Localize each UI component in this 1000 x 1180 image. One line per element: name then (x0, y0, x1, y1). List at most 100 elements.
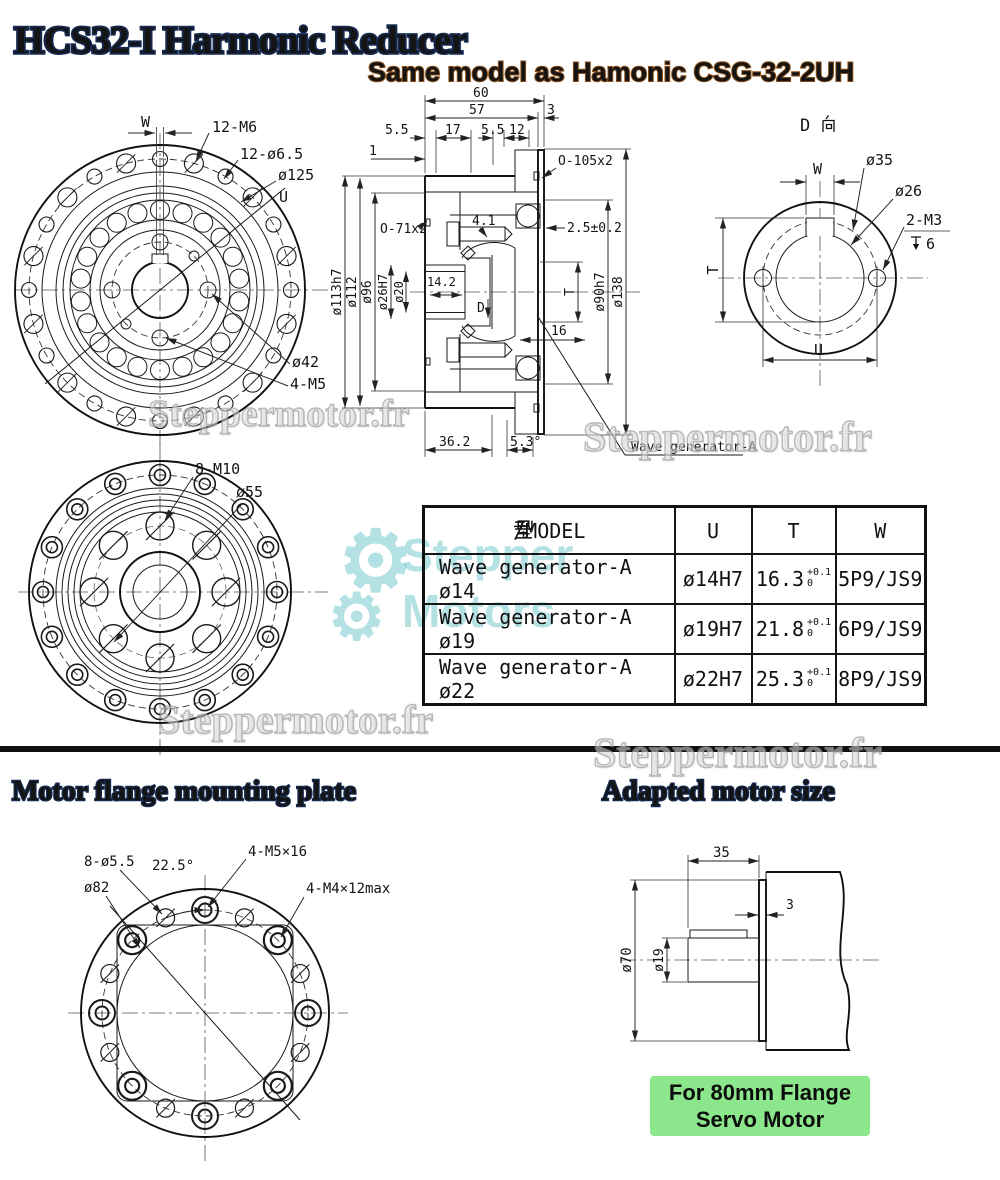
keyway-mask (152, 254, 168, 263)
label-d35: ø35 (866, 151, 893, 169)
svg-text:36.2: 36.2 (439, 435, 470, 450)
svg-text:W: W (813, 160, 823, 178)
label-d55: ø55 (236, 483, 263, 501)
svg-text:16: 16 (551, 324, 567, 339)
motor-dims: 35 3 ø70 ø19 (619, 845, 794, 1042)
cell-w: 6P9/JS9 (834, 603, 927, 655)
d-view-dims: W ø35 ø26 2-M3 6 T U (704, 151, 950, 367)
rear-labels: 8-M10 ø55 (113, 460, 263, 643)
front-bearing-balls (70, 200, 250, 380)
page-subtitle: Same model as Hamonic CSG-32-2UH (368, 57, 854, 87)
svg-text:14.2: 14.2 (427, 275, 456, 289)
svg-text:1: 1 (369, 144, 377, 159)
d-view-title: D (800, 115, 835, 136)
rear-view-drawing: 8-M10 ø55 (18, 442, 328, 758)
svg-text:6: 6 (926, 235, 935, 253)
section-left-dims: ø113h7 ø112 ø96 ø26H7 ø20 (330, 175, 425, 409)
section-notes: O-105x2 O-71x2 4.1 2.5±0.2 (380, 154, 622, 238)
rear-outer-holes (31, 463, 289, 721)
label-225: 22.5° (152, 858, 194, 874)
section-flexspline (461, 242, 516, 342)
servo-motor-badge: For 80mm Flange Servo Motor (650, 1076, 870, 1136)
wave-generator-label: Wave generator-A (631, 440, 756, 455)
svg-text:60: 60 (473, 86, 489, 101)
label-12-d65: 12-ø6.5 (240, 145, 303, 163)
d-view-holes (754, 266, 886, 290)
svg-text:D: D (800, 116, 810, 136)
cell-model: Wave generator-A ø22 (422, 653, 676, 706)
badge-line2: Servo Motor (695, 1107, 825, 1132)
header-model-text: /MODEL (513, 518, 586, 543)
label-d26: ø26 (895, 182, 922, 200)
cjk-hao-glyph (515, 519, 533, 538)
page-title: HCS32-I Harmonic Reducer (14, 19, 467, 62)
svg-text:ø90h7: ø90h7 (593, 272, 608, 311)
section-bottom-dims: 36.2 5.3° Wave generator-A (424, 314, 756, 457)
svg-text:U: U (814, 341, 823, 359)
section-title-left: Motor flange mounting plate (12, 776, 356, 807)
gear-watermark-icon: ⚙ (338, 514, 414, 608)
section-outline (424, 149, 545, 435)
front-labels: 12-M6 12-ø6.5 ø125 U ø42 4-M5 (44, 118, 326, 393)
label-8-m10: 8-M10 (195, 460, 240, 478)
svg-text:ø113h7: ø113h7 (330, 269, 345, 316)
cell-model: Wave generator-A ø14 (422, 553, 676, 605)
header-model: /MODEL (422, 505, 676, 555)
svg-text:W: W (141, 113, 151, 131)
motor-shaft (687, 929, 760, 983)
cell-u: ø14H7 (673, 553, 753, 605)
svg-text:ø138: ø138 (611, 276, 626, 307)
svg-text:57: 57 (469, 103, 485, 118)
flange-labels: 22.5° 8-ø5.5 ø82 4-M5×16 4-M4×12max (84, 844, 390, 949)
motor-body (758, 871, 851, 1051)
header-t: T (750, 505, 837, 555)
section-headers: Motor flange mounting plate Adapted moto… (11, 775, 836, 809)
d-view-drawing: D W ø35 ø26 2-M3 6 T (704, 115, 950, 387)
page-header: HCS32-I Harmonic Reducer Same model as H… (12, 17, 855, 88)
front-dim-w: W (128, 113, 192, 157)
table-header-row: /MODEL U T W (422, 505, 927, 555)
section-hub (425, 257, 491, 327)
section-title-right: Adapted motor size (602, 776, 835, 807)
svg-text:ø112: ø112 (345, 276, 360, 307)
header-w: W (834, 505, 927, 555)
svg-text:O-105x2: O-105x2 (558, 154, 613, 169)
section-divider (0, 746, 1000, 752)
model-spec-table: /MODEL U T W Wave generator-A ø14 ø14H7 … (422, 505, 927, 706)
cell-w: 8P9/JS9 (834, 653, 927, 706)
svg-text:2.5±0.2: 2.5±0.2 (567, 221, 622, 236)
cell-u: ø22H7 (673, 653, 753, 706)
svg-text:5.5: 5.5 (481, 123, 504, 138)
section-bearings (425, 171, 541, 413)
label-4-m4: 4-M4×12max (306, 881, 390, 897)
section-top-dims: 60 57 3 5.5 17 5.5 12 1 (369, 86, 559, 173)
svg-text:3: 3 (786, 898, 794, 913)
svg-text:12: 12 (509, 123, 525, 138)
cell-u: ø19H7 (673, 603, 753, 655)
rear-m10-holes (79, 511, 241, 673)
keyway-notch (151, 253, 169, 263)
label-8-d55: 8-ø5.5 (84, 854, 135, 870)
svg-text:ø26H7: ø26H7 (376, 274, 390, 310)
svg-text:17: 17 (445, 123, 461, 138)
svg-text:T: T (563, 288, 578, 296)
d-view-keyway (805, 217, 835, 236)
svg-text:ø20: ø20 (392, 281, 406, 303)
motor-view-drawing: 35 3 ø70 ø19 (619, 845, 880, 1051)
svg-text:5.3°: 5.3° (510, 435, 541, 450)
label-2-m3: 2-M3 (906, 211, 942, 229)
svg-text:ø96: ø96 (360, 280, 375, 303)
svg-text:35: 35 (713, 845, 730, 861)
front-inner-holes (103, 233, 217, 347)
svg-text:D: D (477, 301, 485, 316)
svg-text:T: T (704, 265, 722, 274)
svg-text:3: 3 (547, 103, 555, 118)
svg-text:4.1: 4.1 (472, 214, 495, 229)
front-view-drawing: W 12-M6 12-ø6.5 ø125 U ø42 4-M5 (14, 113, 330, 469)
label-d125: ø125 (278, 166, 314, 184)
